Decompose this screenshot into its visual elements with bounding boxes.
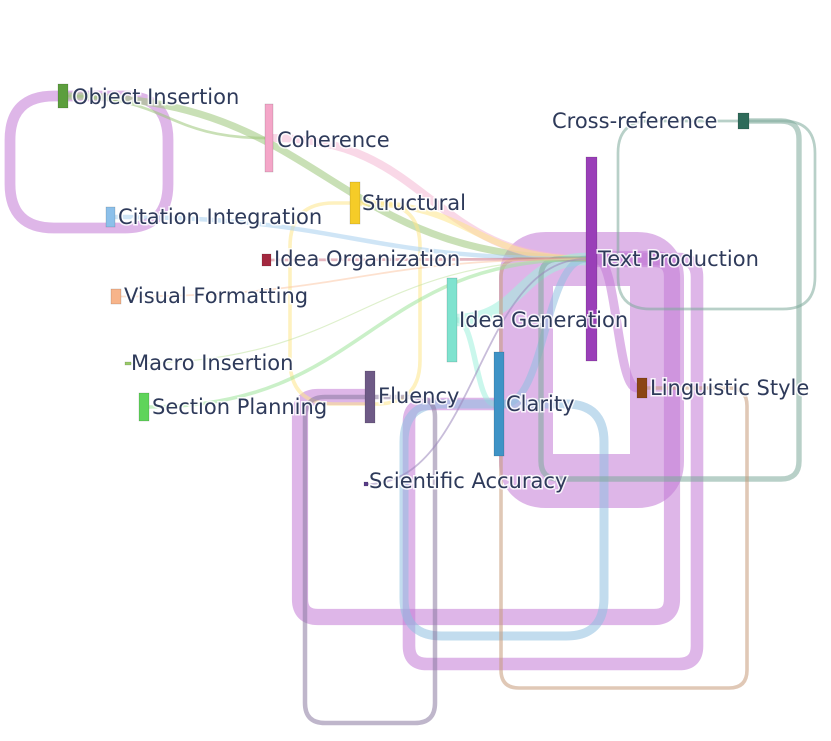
link-section_planning-to-text_production <box>148 257 587 409</box>
node-label-section-planning: Section Planning <box>152 395 327 419</box>
link-text_production-to-fluency <box>291 250 681 626</box>
node-label-idea-organization: Idea Organization <box>274 247 460 271</box>
node-coherence <box>264 103 274 173</box>
node-idea-generation <box>446 277 458 363</box>
node-label-idea-generation: Idea Generation <box>459 308 628 332</box>
link-fluency-to-fluency <box>302 394 438 726</box>
sankey-links <box>4 90 817 726</box>
node-citation-integration <box>105 206 116 228</box>
link-text_production-to-linguistic_style <box>594 254 640 393</box>
link-clarity-to-clarity <box>399 399 609 641</box>
node-macro-insertion <box>124 361 132 366</box>
node-label-text-production: Text Production <box>597 247 759 271</box>
link-citation_integration-to-text_production <box>114 214 587 262</box>
node-label-structural: Structural <box>362 191 466 215</box>
node-section-planning <box>138 392 150 422</box>
node-clarity <box>493 351 505 457</box>
node-label-linguistic-style: Linguistic Style <box>650 376 809 400</box>
node-linguistic-style <box>636 377 648 399</box>
node-idea-organization <box>261 253 272 267</box>
link-scientific_accuracy-to-text_production <box>367 258 587 485</box>
link-idea_generation-to-clarity <box>455 317 496 407</box>
node-label-clarity: Clarity <box>506 392 575 416</box>
link-macro_insertion-to-text_production <box>130 258 587 365</box>
link-object_insertion-to-text_production <box>67 92 587 263</box>
node-label-scientific-accuracy: Scientific Accuracy <box>369 469 567 493</box>
link-cross_reference-to-text_production <box>538 118 802 482</box>
node-object-insertion <box>57 83 69 109</box>
node-cross-reference <box>737 112 750 130</box>
sankey-nodes <box>57 83 750 487</box>
node-label-cross-reference: Cross-reference <box>552 109 717 133</box>
node-label-object-insertion: Object Insertion <box>72 85 239 109</box>
node-structural <box>349 181 361 225</box>
node-label-macro-insertion: Macro Insertion <box>131 351 293 375</box>
link-visual_formatting-to-text_production <box>120 258 587 298</box>
link-clarity-to-text_production <box>503 255 587 408</box>
node-label-fluency: Fluency <box>378 384 459 408</box>
node-label-visual-formatting: Visual Formatting <box>124 284 308 308</box>
node-label-citation-integration: Citation Integration <box>118 205 322 229</box>
node-visual-formatting <box>110 288 122 305</box>
link-object_insertion-to-coherence <box>67 94 266 140</box>
node-text-production <box>585 156 598 362</box>
link-structural-to-structural <box>288 201 422 406</box>
link-cross_reference-to-cross_reference <box>616 119 817 311</box>
node-fluency <box>364 370 376 424</box>
node-scientific-accuracy <box>363 481 369 487</box>
node-label-coherence: Coherence <box>277 128 390 152</box>
